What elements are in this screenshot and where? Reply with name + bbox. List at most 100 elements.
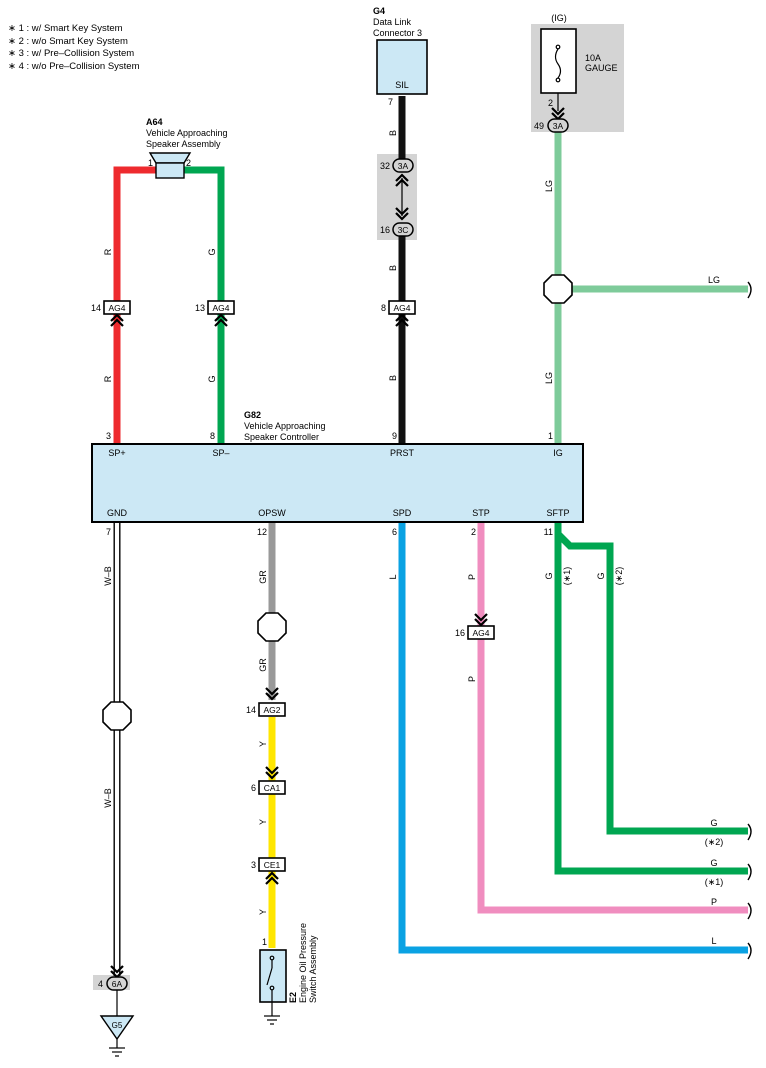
- e2-ground-icon: [264, 1002, 280, 1025]
- e2-pin: 1: [262, 937, 267, 947]
- label-gr-lower: GR: [258, 658, 268, 672]
- label-wb-upper: W–B: [103, 566, 113, 586]
- g82-name-1: Vehicle Approaching: [244, 421, 326, 431]
- connector-ce1-pin: 3: [251, 860, 256, 870]
- wire-p: [477, 522, 748, 914]
- connector-ag2-label: AG2: [263, 705, 280, 715]
- label-g-sftp-2-note: (∗2): [614, 567, 624, 586]
- connector-ag4-r-pin: 14: [91, 303, 101, 313]
- connector-ag2: [258, 686, 286, 717]
- g82-pin-prst: PRST: [390, 448, 415, 458]
- a64-pin-1: 1: [148, 158, 153, 168]
- e2-label-group: E2 Engine Oil Pressure Switch Assembly: [288, 923, 318, 1003]
- connector-ca1-label: CA1: [264, 783, 281, 793]
- wire-l: [398, 522, 748, 954]
- connector-ag4-g: [207, 300, 235, 328]
- a64-pin-2: 2: [186, 158, 191, 168]
- e2-switch-box: [259, 949, 287, 1003]
- label-y-1: Y: [258, 741, 268, 747]
- label-g-sftp-1: G: [544, 572, 554, 579]
- connector-ca1-pin: 6: [251, 783, 256, 793]
- g82-pin-9: 9: [392, 431, 397, 441]
- connector-ag4-p-label: AG4: [472, 628, 489, 638]
- output-2-note: (∗1): [705, 877, 724, 887]
- label-b-upper: B: [388, 130, 398, 136]
- g82-pin-7: 7: [106, 527, 111, 537]
- g82-pin-gnd: GND: [107, 508, 128, 518]
- connector-6a-pin: 4: [98, 979, 103, 989]
- connector-3c-label: 3C: [398, 225, 409, 235]
- label-y-3: Y: [258, 909, 268, 915]
- label-p-lower: P: [467, 676, 477, 682]
- connector-3a-top-label: 3A: [553, 121, 564, 131]
- connector-3a-top-oval: [547, 118, 569, 133]
- note-4: ∗ 4 : w/o Pre–Collision System: [8, 60, 140, 72]
- splice-point-lg: [543, 274, 573, 304]
- g82-pin-sftp: SFTP: [546, 508, 569, 518]
- note-3: ∗ 3 : w/ Pre–Collision System: [8, 48, 135, 60]
- g4-connector-box: [376, 39, 428, 95]
- fuse-title: (IG): [551, 13, 567, 23]
- g82-pin-6: 6: [392, 527, 397, 537]
- g82-id: G82: [244, 410, 261, 420]
- label-g-sftp-2: G: [596, 572, 606, 579]
- connector-3a-pin: 32: [380, 161, 390, 171]
- legend-notes: ∗ 1 : w/ Smart Key System ∗ 2 : w/o Smar…: [8, 23, 268, 73]
- note-1: ∗ 1 : w/ Smart Key System: [8, 23, 123, 34]
- label-r-upper: R: [103, 248, 113, 255]
- g82-name-2: Speaker Controller: [244, 432, 319, 442]
- g82-pin-ig: IG: [553, 448, 563, 458]
- output-4-color: L: [711, 936, 716, 946]
- g82-pin-1: 1: [548, 431, 553, 441]
- e2-id: E2: [288, 992, 298, 1003]
- label-g-sftp-1-note: (∗1): [562, 567, 572, 586]
- e2-name-1: Engine Oil Pressure: [298, 923, 308, 1003]
- label-lg-lower: LG: [544, 372, 554, 384]
- splice-point-gr: [257, 612, 287, 642]
- g4-pin: 7: [388, 97, 393, 107]
- g82-pin-stp: STP: [472, 508, 490, 518]
- g82-pin-spd: SPD: [393, 508, 412, 518]
- connector-ag4-p: [467, 612, 495, 640]
- wire-g: [184, 166, 225, 444]
- connector-ag4-g-pin: 13: [195, 303, 205, 313]
- fuse-name: GAUGE: [585, 63, 618, 73]
- g82-pin-8: 8: [210, 431, 215, 441]
- note-2: ∗ 2 : w/o Smart Key System: [8, 35, 128, 47]
- connector-ag2-pin: 14: [246, 705, 256, 715]
- label-b-mid: B: [388, 265, 398, 271]
- wire-color-labels: R R G G B B B LG LG W–B W–B GR GR Y Y Y …: [103, 130, 624, 915]
- output-1-note: (∗2): [705, 837, 724, 847]
- g82-pin-3: 3: [106, 431, 111, 441]
- label-y-2: Y: [258, 819, 268, 825]
- label-lg-upper: LG: [544, 180, 554, 192]
- g5-ground-triangle: [99, 1015, 135, 1041]
- a64-name-1: Vehicle Approaching: [146, 128, 228, 138]
- connector-ag4-p-pin: 16: [455, 628, 465, 638]
- g4-name-2: Connector 3: [373, 28, 422, 38]
- output-labels: LG G (∗2) G (∗1) P L: [705, 275, 724, 946]
- g82-pin-11: 11: [544, 527, 553, 537]
- g82-pin-sp-plus: SP+: [108, 448, 125, 458]
- wire-g-sftp-2: [555, 531, 748, 835]
- connector-3a-oval: [392, 158, 414, 173]
- connector-3a-label: 3A: [398, 161, 409, 171]
- g82-controller-box: [91, 443, 584, 523]
- connector-3c-oval: [392, 222, 414, 237]
- g82-pin-opsw: OPSW: [258, 508, 286, 518]
- g82-pin-2: 2: [471, 527, 476, 537]
- label-g-upper: G: [207, 248, 217, 255]
- connector-ag4-r-label: AG4: [108, 303, 125, 313]
- connector-ag4-b-label: AG4: [393, 303, 410, 313]
- connector-ca1: [258, 765, 286, 795]
- connector-3a-top-pin: 49: [534, 121, 544, 131]
- output-2-color: G: [710, 858, 717, 868]
- a64-name-2: Speaker Assembly: [146, 139, 221, 149]
- g82-pin-sp-minus: SP–: [212, 448, 229, 458]
- g4-name-1: Data Link: [373, 17, 412, 27]
- label-lg-right: LG: [708, 275, 720, 285]
- fuse-icon: [554, 44, 562, 111]
- speaker-icon: [148, 152, 192, 179]
- connector-ce1: [258, 857, 286, 886]
